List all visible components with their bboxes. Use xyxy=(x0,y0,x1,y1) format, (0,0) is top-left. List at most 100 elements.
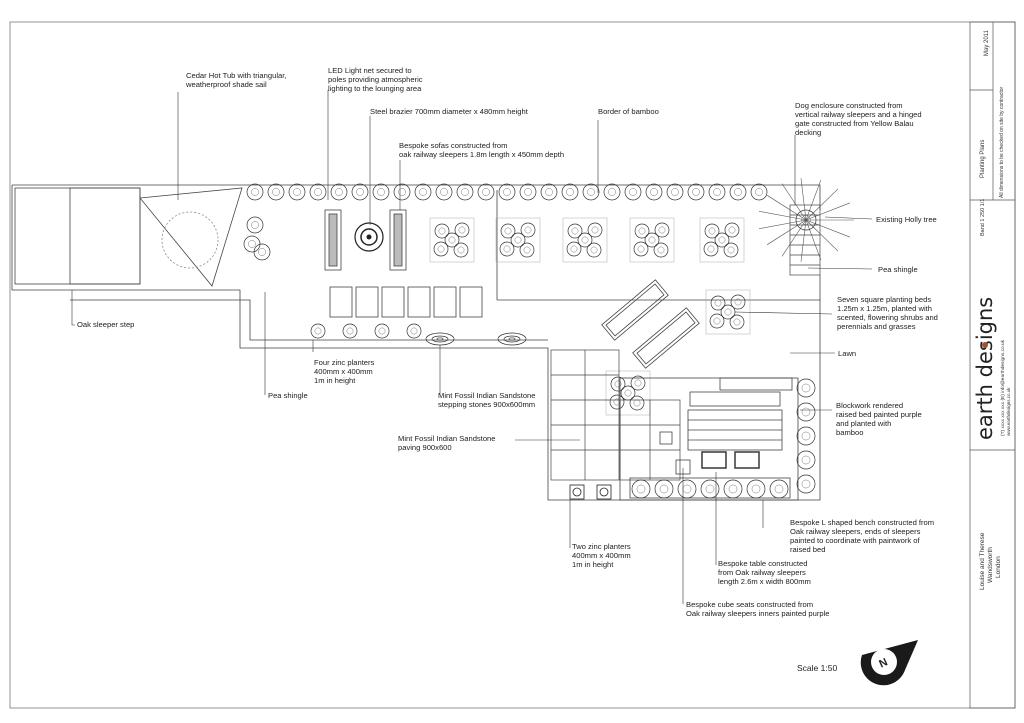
label-bamboo-border: Border of bamboo xyxy=(598,107,659,116)
bamboo-plant xyxy=(687,183,705,201)
holly-branch xyxy=(805,188,839,221)
plant-inner xyxy=(692,188,700,196)
plant-inner xyxy=(657,246,665,254)
four-zinc-planters xyxy=(310,323,422,339)
brand-logo-text: earth designs xyxy=(973,297,997,440)
plant-inner xyxy=(438,227,446,235)
plant-inner xyxy=(801,479,811,489)
label-line: lighting to the lounging area xyxy=(328,84,422,93)
label-line: gate constructed from Yellow Balau xyxy=(795,119,914,128)
plant-inner xyxy=(671,188,679,196)
plant-inner xyxy=(713,188,721,196)
plant-inner xyxy=(705,484,715,494)
bed-plant xyxy=(444,232,460,248)
plant-inner xyxy=(591,226,599,234)
bed-plant xyxy=(710,295,726,311)
bamboo-plant xyxy=(708,183,726,201)
label-pea-shingle-right: Pea shingle xyxy=(878,265,918,274)
bed-plant xyxy=(510,232,526,248)
bed-plant xyxy=(729,314,745,330)
annotations: Cedar Hot Tub with triangular,weatherpro… xyxy=(77,66,938,618)
bamboo-plant xyxy=(477,183,495,201)
label-line: decking xyxy=(795,128,821,137)
label-pea-shingle-left: Pea shingle xyxy=(268,391,308,400)
plan-outline xyxy=(11,184,821,501)
label-line: weatherproof shade sail xyxy=(185,80,267,89)
plant-inner xyxy=(718,236,726,244)
bed-plant xyxy=(610,376,626,392)
plant-inner xyxy=(624,389,632,397)
title-web: www.earthdesigns.co.uk xyxy=(1006,387,1011,436)
lounge-paving xyxy=(329,286,483,318)
bamboo-plant xyxy=(796,450,816,470)
bed-plant xyxy=(709,313,725,329)
label-line: 400mm x 400mm xyxy=(572,551,631,560)
label-line: Pea shingle xyxy=(268,391,308,400)
plant-inner xyxy=(440,188,448,196)
leader-lines xyxy=(71,90,873,604)
plant-inner xyxy=(335,188,343,196)
label-line: bamboo xyxy=(836,428,863,437)
plant-inner xyxy=(378,327,386,335)
plant-inner xyxy=(728,484,738,494)
plant-inner xyxy=(314,188,322,196)
bamboo-plant xyxy=(372,183,390,201)
plant-inner xyxy=(590,246,598,254)
bed-plant xyxy=(653,242,669,258)
plant-inner xyxy=(801,455,811,465)
plant-inner xyxy=(713,317,721,325)
plant-inner xyxy=(251,188,259,196)
holly-branch xyxy=(767,219,807,245)
plant-inner xyxy=(650,188,658,196)
plant-inner xyxy=(801,431,811,441)
plant-inner xyxy=(398,188,406,196)
bench-plant xyxy=(631,479,651,499)
bed-plant xyxy=(724,222,740,238)
plant-inner xyxy=(356,188,364,196)
label-line: Two zinc planters xyxy=(572,542,631,551)
bench-plant xyxy=(723,479,743,499)
planting-bed xyxy=(705,289,751,335)
shrub-plant xyxy=(253,243,271,261)
bamboo-plant xyxy=(729,183,747,201)
bench-plant xyxy=(654,479,674,499)
bamboo-plant xyxy=(393,183,411,201)
plant-inner xyxy=(801,407,811,417)
brazier xyxy=(354,222,384,252)
bed-plant xyxy=(587,222,603,238)
plant-inner xyxy=(751,484,761,494)
plant-inner xyxy=(524,188,532,196)
bamboo-plant xyxy=(414,183,432,201)
bamboo-plant xyxy=(519,183,537,201)
plant-inner xyxy=(251,221,259,229)
bed-plant xyxy=(520,222,536,238)
plant-inner xyxy=(724,308,732,316)
holly-branch xyxy=(805,219,850,238)
label-line: Steel brazier 700mm diameter x 480mm hei… xyxy=(370,107,529,116)
holly-branch xyxy=(805,219,839,252)
hot-tub xyxy=(14,187,243,287)
sofas xyxy=(324,209,407,271)
plant-inner xyxy=(727,246,735,254)
planting-bed xyxy=(605,370,651,416)
plant-inner xyxy=(801,383,811,393)
bed-plant xyxy=(620,385,636,401)
plant-inner xyxy=(734,298,742,306)
plant-inner xyxy=(437,245,445,253)
bed-plant xyxy=(499,241,515,257)
plant-inner xyxy=(714,299,722,307)
bamboo-plant xyxy=(666,183,684,201)
bed-plant xyxy=(704,223,720,239)
bench-plant xyxy=(700,479,720,499)
label-line: scented, flowering shrubs and xyxy=(837,313,938,322)
holly-branch xyxy=(800,219,807,262)
plant-inner xyxy=(458,226,466,234)
bamboo-plant xyxy=(288,183,306,201)
bamboo-plant xyxy=(624,183,642,201)
bed-plant xyxy=(609,394,625,410)
bed-plant xyxy=(714,232,730,248)
